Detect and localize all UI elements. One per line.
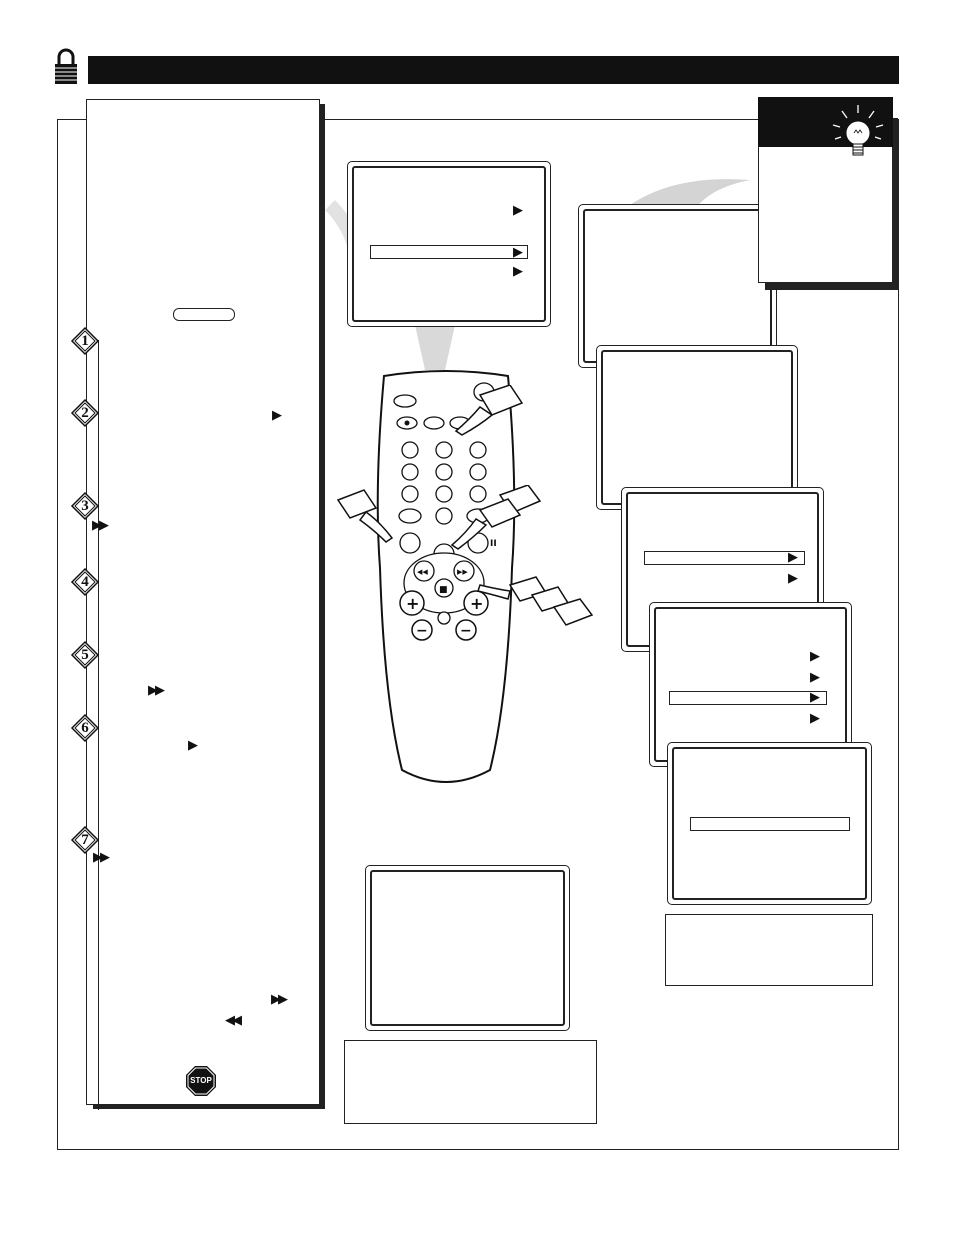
- content-frame: [57, 119, 899, 1150]
- submenu-arrow-icon: ▶: [810, 649, 820, 664]
- pointing-hand-icon: [477, 576, 594, 626]
- fast-forward-icon: ▶▶: [92, 518, 109, 533]
- step-7-marker: 7: [70, 825, 100, 855]
- submenu-arrow-icon: ▶: [788, 550, 798, 565]
- tv-screen-step-a: [578, 204, 777, 368]
- remote-minus-right: −: [460, 623, 472, 639]
- instructions-panel: [86, 99, 320, 1105]
- tv-screen-step-b: [596, 345, 798, 510]
- tv-screen-main-menu: ▶ ▶ ▶: [347, 161, 551, 327]
- remote-pause-label: II: [490, 539, 497, 549]
- step-3-marker: 3: [70, 491, 100, 521]
- step-number: 1: [81, 333, 89, 349]
- step-5-marker: 5: [70, 640, 100, 670]
- pointing-hand-icon: [336, 489, 394, 543]
- remote-plus-right: +: [470, 594, 483, 613]
- remote-plus-left: +: [406, 594, 419, 613]
- submenu-arrow-icon: ▶: [788, 571, 798, 586]
- submenu-arrow-icon: ▶: [513, 203, 523, 218]
- pointing-hand-icon: [450, 485, 542, 550]
- tip-box-header: [758, 97, 893, 147]
- step-2-marker: 2: [70, 398, 100, 428]
- submenu-arrow-icon: ▶: [810, 690, 820, 705]
- menu-button-outline: [173, 308, 235, 321]
- fast-forward-icon: ▶▶: [271, 992, 288, 1007]
- tv-screen-step-d: ▶ ▶ ▶ ▶: [649, 602, 852, 767]
- lightbulb-icon: [828, 103, 888, 169]
- submenu-arrow-icon: ▶: [810, 711, 820, 726]
- remote-stop-label: ■: [439, 585, 448, 595]
- tv-screen-result: [365, 865, 570, 1031]
- page-title-bar: [88, 56, 899, 84]
- fast-forward-icon: ▶▶: [93, 850, 110, 865]
- play-arrow-icon: ▶: [272, 408, 282, 423]
- step-number: 3: [81, 498, 89, 514]
- step-1-marker: 1: [70, 326, 100, 356]
- step-4-marker: 4: [70, 567, 100, 597]
- stop-sign-label: STOP: [190, 1076, 212, 1085]
- tv-screen-step-e: [667, 742, 872, 905]
- menu-highlight-bar: [644, 551, 805, 565]
- stop-sign-icon: STOP: [186, 1066, 216, 1096]
- pointing-hand-icon: [454, 385, 524, 436]
- step-number: 4: [81, 574, 89, 590]
- submenu-arrow-icon: ▶: [513, 264, 523, 279]
- step-number: 2: [81, 405, 89, 421]
- submenu-arrow-icon: ▶: [513, 245, 523, 260]
- step-number: 6: [81, 720, 89, 736]
- remote-rewind-label: ◀◀: [417, 568, 428, 576]
- remote-control: ▶ II ◀◀ ▶▶ ■ + + − −: [372, 368, 520, 788]
- steps-timeline: [98, 340, 99, 1110]
- fast-forward-icon: ▶▶: [148, 683, 165, 698]
- menu-highlight-bar: [690, 817, 850, 831]
- menu-highlight-bar: [669, 691, 827, 705]
- submenu-arrow-icon: ▶: [810, 670, 820, 685]
- step-number: 7: [81, 832, 89, 848]
- play-arrow-icon: ▶: [188, 738, 198, 753]
- caption-box-bottom: [344, 1040, 597, 1124]
- padlock-icon: [53, 46, 79, 86]
- rewind-icon: ◀◀: [225, 1013, 242, 1028]
- step-6-marker: 6: [70, 713, 100, 743]
- remote-ff-label: ▶▶: [457, 568, 468, 576]
- caption-box-right: [665, 914, 873, 986]
- step-number: 5: [81, 647, 89, 663]
- menu-highlight-bar: [370, 245, 528, 259]
- remote-minus-left: −: [416, 623, 428, 639]
